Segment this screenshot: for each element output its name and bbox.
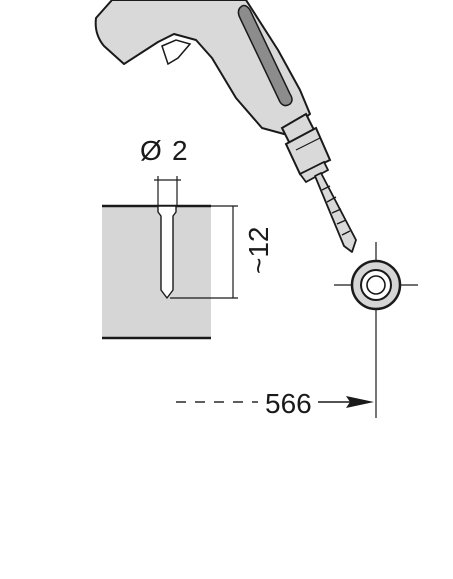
arrowhead-right-icon [346,396,374,408]
drill-chuck [284,126,332,176]
drill-trigger [161,39,192,66]
drilled-hole [157,205,177,299]
drill-slot [237,4,293,107]
depth-label: ~12 [243,227,274,275]
power-drill-icon [94,0,357,253]
diameter-label: Ø 2 [140,135,188,166]
part-block [102,206,211,338]
drill-bit [314,172,357,253]
distance-label: 566 [265,388,312,419]
diameter-value: 2 [172,135,188,166]
hole-center [366,275,386,295]
part-cross-section: ~12 [102,176,274,340]
drill-chuck-nose [298,160,330,184]
distance-dimension: 566 [176,388,374,419]
diameter-symbol: Ø [140,135,162,166]
hole-marker [334,242,418,418]
